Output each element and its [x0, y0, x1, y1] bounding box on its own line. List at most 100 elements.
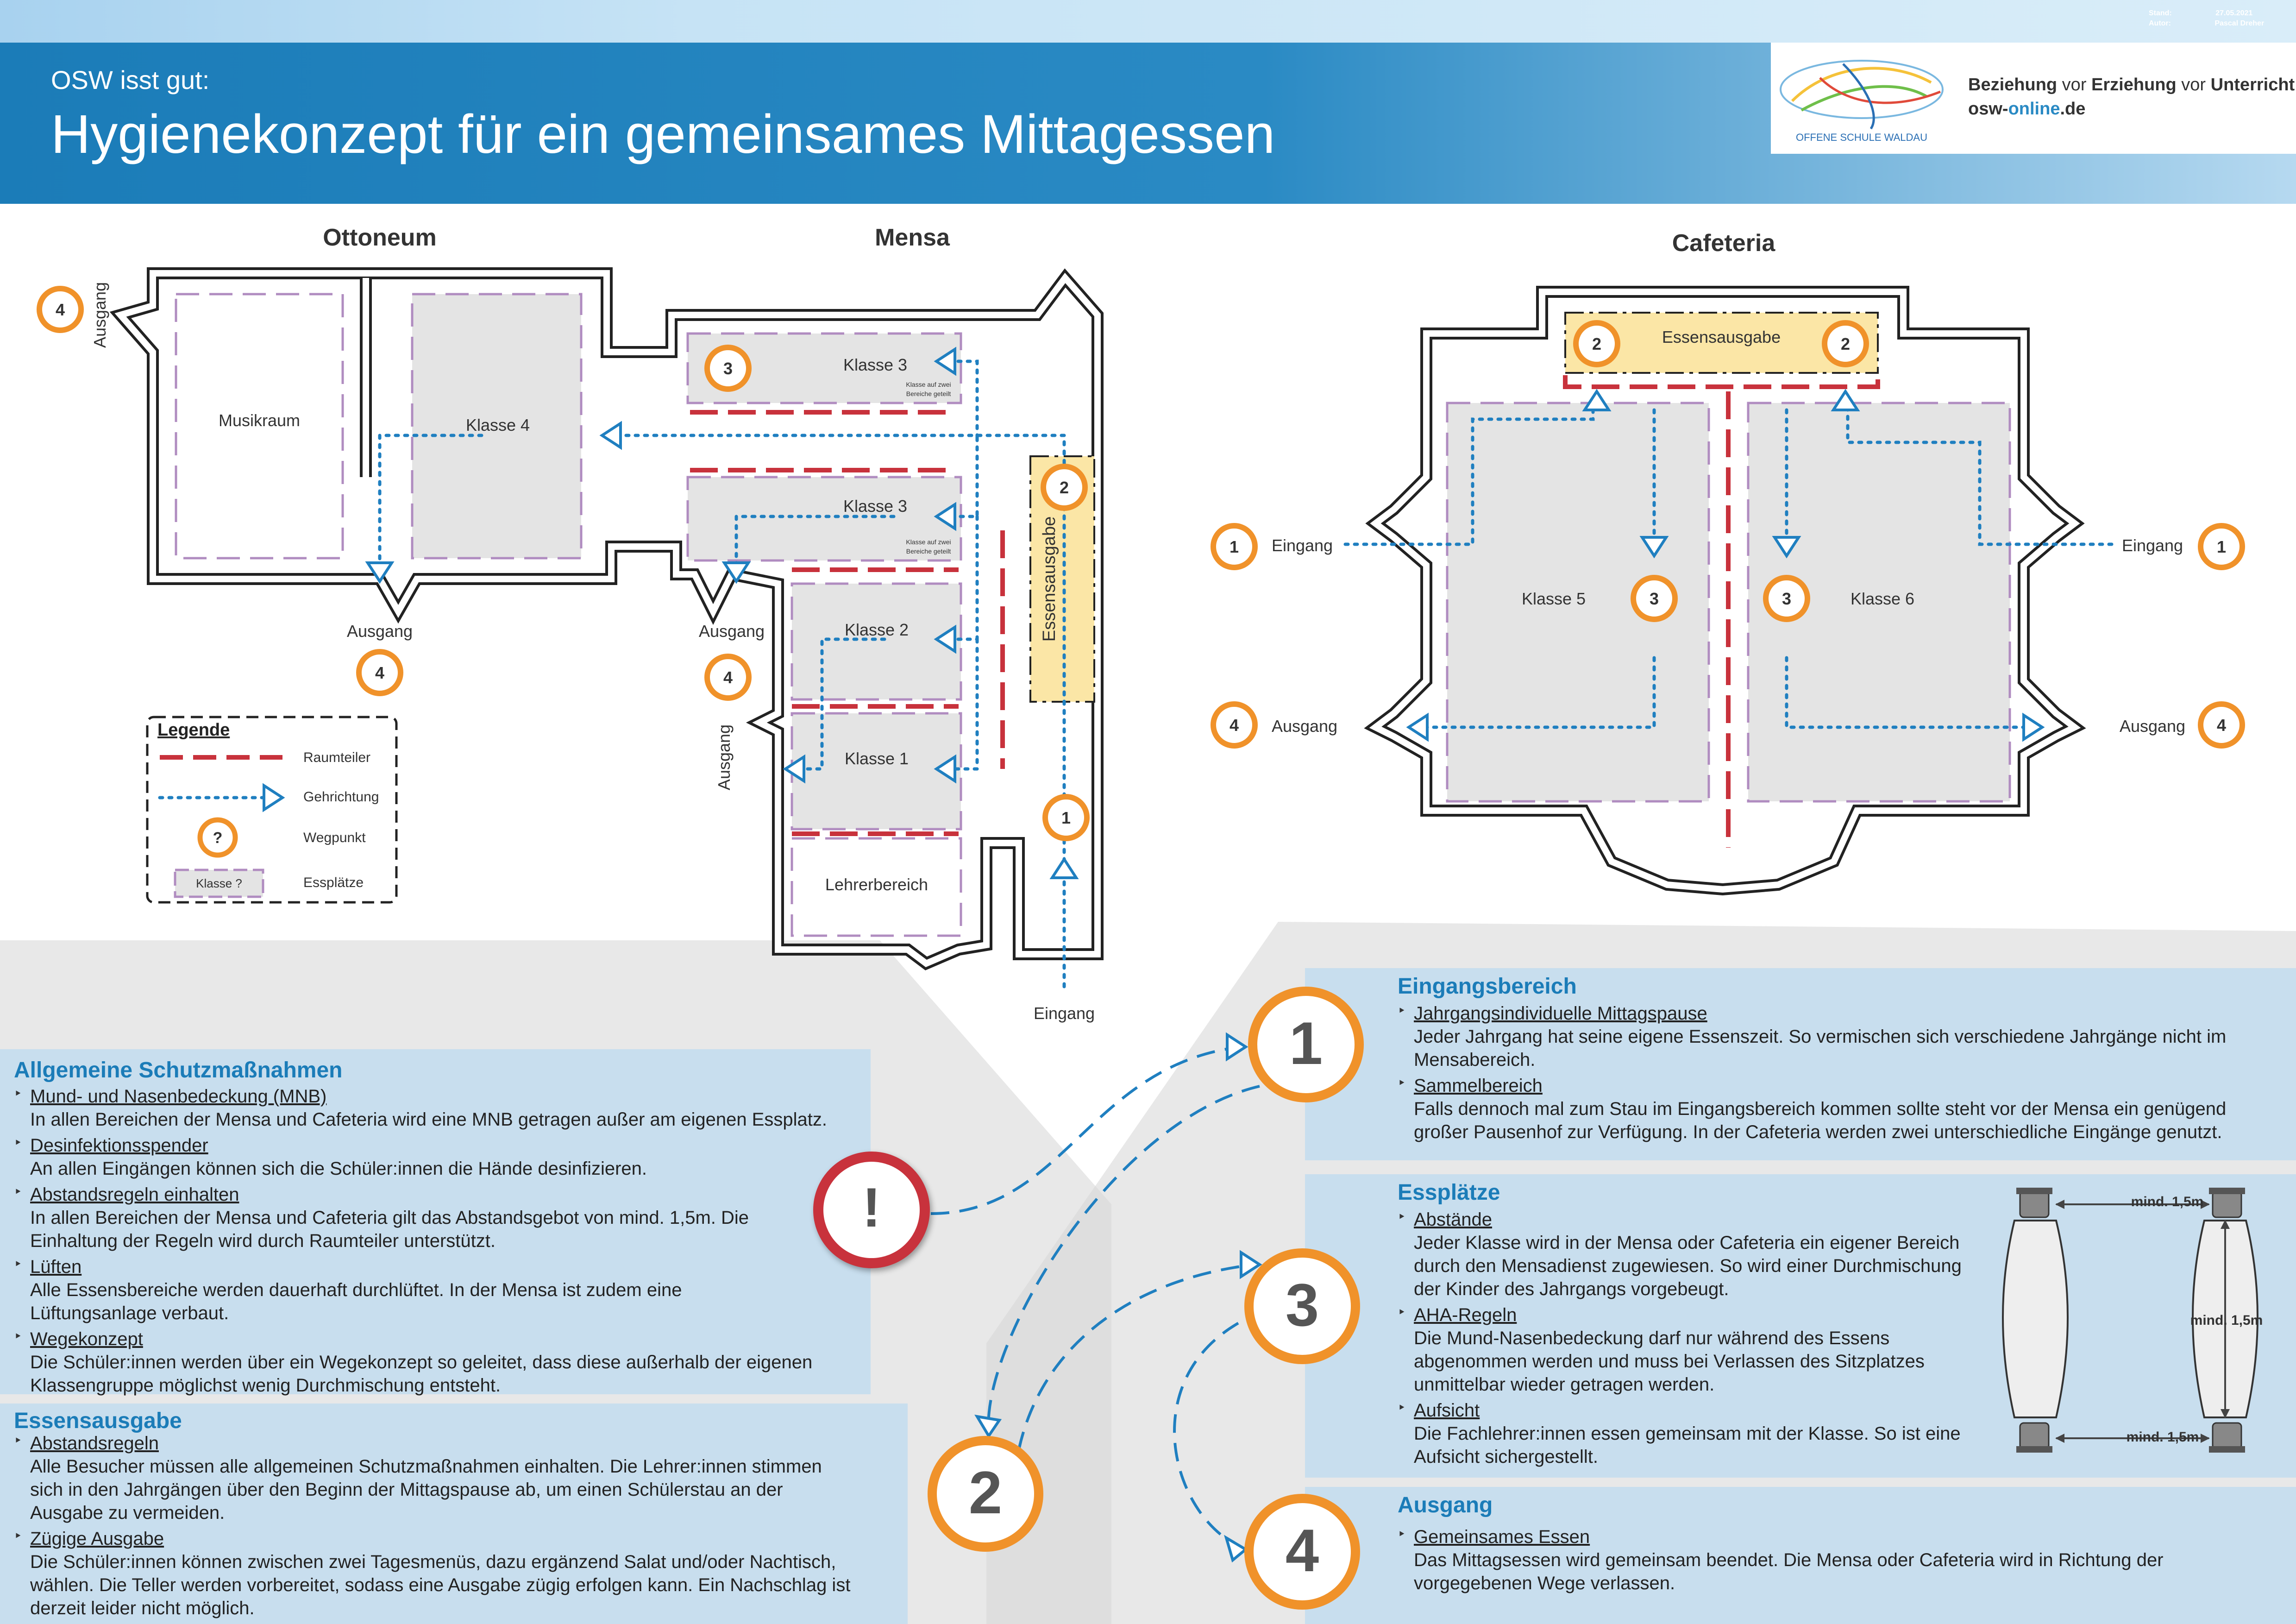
- meta-stand-value: 27.05.2021: [2215, 9, 2253, 17]
- waypoint-label: 1: [2217, 537, 2226, 556]
- legend-essplaetze: Essplätze: [303, 875, 364, 890]
- meta-autor-value: Pascal Dreher: [2214, 19, 2265, 27]
- item-text: Alle Besucher müssen alle allgemeinen Sc…: [30, 1456, 822, 1523]
- klasse3a-label: Klasse 3: [843, 355, 907, 374]
- legend-box: [146, 716, 398, 904]
- item-text: In allen Bereichen der Mensa und Cafeter…: [30, 1208, 749, 1251]
- eingang-mensa: Eingang: [1034, 1004, 1095, 1023]
- logo-text: OFFENE SCHULE WALDAU: [1796, 132, 1927, 143]
- panel-allgemein: Allgemeine Schutzmaßnahmen ‣Mund- und Na…: [0, 1049, 871, 1396]
- essensausgabe-cafe-label: Essensausgabe: [1662, 327, 1781, 346]
- legend: Legende Raumteiler Gehrichtung ? Wegpunk…: [146, 716, 398, 904]
- meta-stand-label: Stand:: [2149, 9, 2172, 17]
- item-text: Falls dennoch mal zum Stau im Eingangsbe…: [1414, 1099, 2227, 1142]
- header-top-strip: [0, 0, 2296, 43]
- item-title: Abstände: [1414, 1209, 1493, 1230]
- site-suffix: .de: [2060, 99, 2086, 119]
- lehrer-area: [790, 837, 962, 937]
- waypoint-1: 1: [1211, 523, 1258, 570]
- legend-wegpunkt-symbol: ?: [213, 829, 223, 847]
- item-title: Desinfektionsspender: [30, 1135, 208, 1156]
- item-title: Aufsicht: [1414, 1400, 1480, 1421]
- dist-label-bottom: mind. 1,5m: [2127, 1429, 2199, 1445]
- klasse5-label: Klasse 5: [1522, 589, 1586, 608]
- mensa-path-arrows: [365, 346, 1079, 879]
- cafeteria-title: Cafeteria: [1672, 230, 1776, 257]
- item-title: Wegekonzept: [30, 1329, 143, 1349]
- klasse2-area: [790, 582, 962, 701]
- panel-ausgang-title: Ausgang: [1398, 1493, 1493, 1517]
- panel-allgemein-title: Allgemeine Schutzmaßnahmen: [14, 1058, 343, 1083]
- waypoint-2: 2: [1041, 464, 1088, 511]
- floor-plan: Ottoneum Mensa Cafeteria Musikraum Klass…: [37, 224, 2245, 1023]
- ausgang-mensa-side: Ausgang: [715, 724, 734, 790]
- ottoneum-title: Ottoneum: [323, 224, 437, 251]
- legend-gehrichtung: Gehrichtung: [303, 789, 379, 805]
- mensa-dividers: [690, 410, 1005, 836]
- panel-eingang: Eingangsbereich ‣Jahrgangsindividuelle M…: [1305, 968, 2296, 1160]
- item-text: Die Schüler:innen werden über ein Wegeko…: [30, 1352, 813, 1396]
- klasse4-label: Klasse 4: [466, 415, 530, 434]
- website-link[interactable]: osw-online.de: [1968, 99, 2085, 119]
- school-logo: OFFENE SCHULE WALDAU: [1780, 60, 1944, 143]
- waypoint-label: 4: [56, 300, 65, 319]
- waypoint-label: 2: [1060, 478, 1069, 497]
- item-text: Die Fachlehrer:innen essen gemeinsam mit…: [1414, 1423, 1961, 1467]
- klasse1-label: Klasse 1: [845, 749, 909, 768]
- waypoint-3: 3: [704, 345, 752, 392]
- alert-symbol: !: [862, 1177, 881, 1239]
- waypoint-4: 4: [704, 654, 752, 701]
- step-3-label: 3: [1286, 1271, 1319, 1339]
- step-circle-1: 1: [1248, 987, 1364, 1102]
- klasse1-area: [790, 712, 962, 831]
- slogan-vor-1: vor: [2057, 75, 2092, 94]
- musikraum-label: Musikraum: [219, 411, 300, 430]
- waypoint-label: 4: [375, 663, 384, 682]
- cafeteria-walking-paths: [1343, 406, 2114, 729]
- cafeteria-path-arrows: [1406, 389, 2045, 742]
- site-mid: online: [2008, 99, 2060, 119]
- slogan: Beziehung vor Erziehung vor Unterricht: [1968, 75, 2295, 95]
- klasse3b-note1: Klasse auf zwei: [906, 538, 951, 546]
- mensa-walking-paths: [378, 359, 1066, 988]
- step-circle-3: 3: [1244, 1248, 1360, 1364]
- meta-info: Stand: 27.05.2021 Autor: Pascal Dreher: [2149, 8, 2264, 29]
- table-distance-diagram: mind. 1,5m mind. 1,5m mind. 1,5m: [2002, 1188, 2263, 1453]
- waypoint-label: 2: [1841, 334, 1850, 353]
- mensa-seat-areas: [175, 293, 962, 937]
- lehrer-label: Lehrerbereich: [825, 875, 928, 894]
- waypoint-2: 2: [1822, 320, 1869, 367]
- waypoint-label: 4: [1230, 716, 1239, 735]
- panel-item: ‣Mund- und Nasenbedeckung (MNB)In allen …: [14, 1085, 857, 1131]
- item-title: Zügige Ausgabe: [30, 1529, 164, 1549]
- waypoint-label: 1: [1230, 537, 1239, 556]
- ausgang-cafe-left: Ausgang: [1272, 717, 1337, 736]
- waypoint-1: 1: [2198, 523, 2245, 570]
- site-prefix: osw-: [1968, 99, 2008, 119]
- item-text: Das Mittagsessen wird gemeinsam beendet.…: [1414, 1550, 2164, 1593]
- essensausgabe-mensa-label: Essensausgabe: [1040, 516, 1059, 642]
- item-text: Jeder Jahrgang hat seine eigene Essensze…: [1414, 1026, 2227, 1070]
- dist-label-top: mind. 1,5m: [2131, 1194, 2204, 1209]
- item-text: An allen Eingängen können sich die Schül…: [30, 1158, 647, 1179]
- waypoint-4: 4: [2198, 701, 2245, 749]
- flow-arrows: [930, 1045, 1265, 1548]
- musikraum-area: [175, 293, 344, 560]
- slogan-word-2: Erziehung: [2091, 75, 2177, 94]
- eingang-cafe-left: Eingang: [1272, 536, 1333, 555]
- waypoint-label: 1: [1061, 808, 1071, 827]
- panel-essplaetze-title: Essplätze: [1398, 1180, 1500, 1205]
- item-text: In allen Bereichen der Mensa und Cafeter…: [30, 1109, 827, 1130]
- waypoint-label: 3: [723, 359, 733, 378]
- item-title: AHA-Regeln: [1414, 1305, 1517, 1325]
- cafeteria-walls: [1364, 286, 2086, 896]
